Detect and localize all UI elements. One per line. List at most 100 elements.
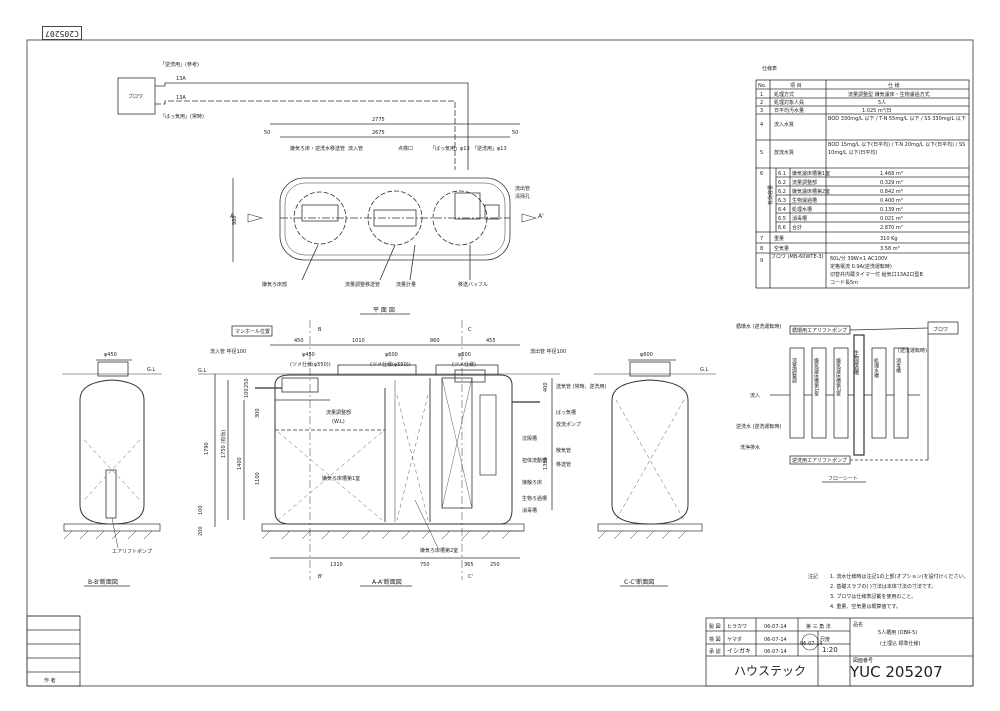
spec-no-7: 7 (760, 236, 763, 242)
flow-box-label-3: 嫌気濾床槽第2室 (835, 357, 841, 396)
flow-left-1: 循環水 (逆洗運転時) (736, 323, 782, 330)
bb-dia: φ450 (104, 352, 117, 358)
plan-label-bottom2: 流量調整移送管 (345, 281, 380, 288)
plan-label-bottom3: 流量計量 (396, 281, 416, 288)
tb-name-1: ヒラカワ (727, 624, 747, 630)
wash-pipe (155, 82, 469, 170)
pipe-size-bot: 13A (176, 95, 186, 101)
flow-box-label-4: 生物濾過槽 (853, 349, 859, 376)
plan-label-filter: 嫌気ろ床・逆洗水移送管 (290, 145, 345, 152)
aa-height-1750: 1750 (有効) (220, 430, 227, 458)
spec-item-9: ブロワ (MB-60WTE-3) (771, 254, 824, 260)
drawing-stamp: C205207 (42, 26, 82, 40)
spec-no-9: 9 (760, 258, 763, 264)
flow-box-label-6: 消毒槽 (895, 357, 901, 374)
cc-gl: G.L (700, 367, 708, 373)
aa-inlet-neck (281, 377, 319, 393)
tb-date-2: 06-07-14 (764, 637, 787, 643)
spec-head-value: 仕 様 (888, 82, 900, 89)
aa-label-right5: 散気管 (556, 447, 571, 454)
plan-section-a: A (230, 213, 235, 220)
flow-box-label-1: 流量調整部 (791, 357, 797, 384)
flow-box-3 (833, 347, 849, 439)
spec-item-4: 流入水質 (774, 121, 794, 128)
note-wash-pipe: 「逆洗用」(参考) (160, 61, 199, 68)
aa-bottom-200: 200 (198, 526, 204, 536)
cc-title: C-C'断面図 (624, 578, 654, 586)
spec-value-8: 3.58 m³ (880, 246, 900, 252)
spec-sub-no-4: 6.3 (778, 198, 786, 204)
flow-box-2 (811, 347, 827, 439)
plan-tank-outline (279, 177, 511, 261)
spec-sub-value-7: 2.870 m³ (880, 225, 903, 231)
spec-no-4: 4 (760, 122, 763, 128)
aa-label-right1: 沈殿槽 (522, 435, 537, 442)
plan-pump-unit (454, 192, 481, 220)
spec-sub-item-4: 生物濾過槽 (792, 197, 817, 204)
plan-blower-label: ブロワ (128, 93, 143, 100)
flow-sheet: ブロワ 循環用エアリフトポンプ 逆洗用エアリフトポンプ (逆洗運転時) 循環水 … (736, 321, 959, 483)
flow-bot-label: 逆洗用エアリフトポンプ (792, 457, 847, 464)
plan-view-title: 平 面 図 (373, 307, 395, 314)
tb-scale: 1:20 (822, 646, 838, 654)
spec-value-4: BOD 330mg/L 以下 / T-N 55mg/L 以下 / SS 330m… (828, 116, 966, 122)
cc-tank-outline (611, 379, 689, 525)
spec-sub-item-1: 嫌気濾床槽第1室 (792, 170, 830, 177)
spec-frame (755, 79, 970, 289)
manhole-position-box (231, 325, 273, 337)
tb-product-sub: (土埋込 標準仕様) (880, 640, 921, 647)
flow-box-5 (871, 347, 887, 439)
spec-table: 仕様表 No. 項 目 仕 様 1 処理方式 流量調整型 嫌気濾床・生物濾過方式… (755, 65, 970, 289)
aa-title: A-A'断面図 (372, 578, 402, 586)
title-block: 作 者 製 図 検 図 承 認 ヒラカワ ヤマダ イシガキ 06-07-14 0… (26, 615, 974, 687)
aa-subdim-1: φ450 (302, 352, 315, 358)
plan-section-a2: A' (538, 213, 544, 220)
bb-tank-outline (79, 379, 145, 525)
tb-drawing-label: 図面番号 (853, 657, 873, 664)
flow-blower-label: ブロワ (933, 326, 948, 333)
aa-label-chamber1: 嫌気ろ床槽第1室 (322, 475, 360, 482)
aa-dim-bot-1310: 1310 (330, 562, 343, 568)
aa-b-top: B (318, 327, 322, 333)
section-aa: マンホール位置 B B' C C' 450 1010 860 455 φ450 … (198, 320, 607, 587)
spec-sub-item-2: 流量調整部 (792, 179, 817, 186)
dim-total: 2775 (372, 117, 385, 123)
aa-dim-right-1355: 1355 (543, 457, 549, 470)
aa-dim-right-400: 400 (543, 382, 549, 392)
spec-sub-value-2: 0.329 m³ (880, 180, 903, 186)
spec-blower-line-1: 定格電流 0.9A(逆洗運転時) (830, 263, 892, 270)
spec-sub-value-3: 0.842 m³ (880, 189, 903, 195)
aa-label-right8: 消毒槽 (522, 507, 537, 514)
aa-dim-top-1: 450 (294, 338, 304, 344)
spec-sub-value-1: 1.468 m³ (880, 171, 903, 177)
spec-sub-no-3: 6.2 (778, 189, 786, 195)
aa-label-right4: 接触ろ床 (522, 479, 542, 486)
tb-scale-label: 尺度 (820, 636, 830, 643)
spec-sub-item-5: 処理水槽 (792, 206, 812, 213)
aa-height-1400: 1400 (237, 457, 243, 470)
aa-height-250: 250 (244, 378, 250, 388)
tb-approval-stamp (801, 633, 819, 651)
aa-gl-label: G.L (198, 368, 206, 374)
spec-blower-line-3: コード長5m (830, 280, 858, 286)
plan-outlet-box (484, 204, 500, 220)
bb-gl: G.L (147, 367, 155, 373)
spec-no-5: 5 (760, 150, 763, 156)
aa-b-bottom: B' (318, 574, 323, 580)
tb-name-label: 品名 (853, 621, 863, 628)
spec-sub-item-3: 嫌気濾床槽第2室 (792, 188, 830, 195)
flow-box-label-2: 嫌気濾床槽第1室 (813, 357, 819, 396)
aa-dim-bot-250: 250 (490, 562, 500, 568)
aa-label-right3: 担体流動槽 (522, 457, 547, 464)
plan-label-aeration: 「ばっ気用」φ13 (430, 145, 470, 152)
spec-no-2: 2 (760, 100, 763, 106)
spec-sub-value-4: 0.400 m³ (880, 198, 903, 204)
aa-height-1100: 1100 (255, 472, 261, 485)
spec-sub-value-5: 0.139 m³ (880, 207, 903, 213)
tb-row-label-1: 製 図 (709, 623, 721, 630)
section-bb: φ450 G.L エアリフトポンプ B-B'断面図 (62, 352, 162, 587)
flow-left-4: 洗浄排水 (740, 444, 760, 451)
spec-item-7: 重量 (774, 235, 784, 242)
notes-item-2: 2. 基礎スラブの( )寸法は本体寸法の寸法です。 (830, 583, 936, 590)
